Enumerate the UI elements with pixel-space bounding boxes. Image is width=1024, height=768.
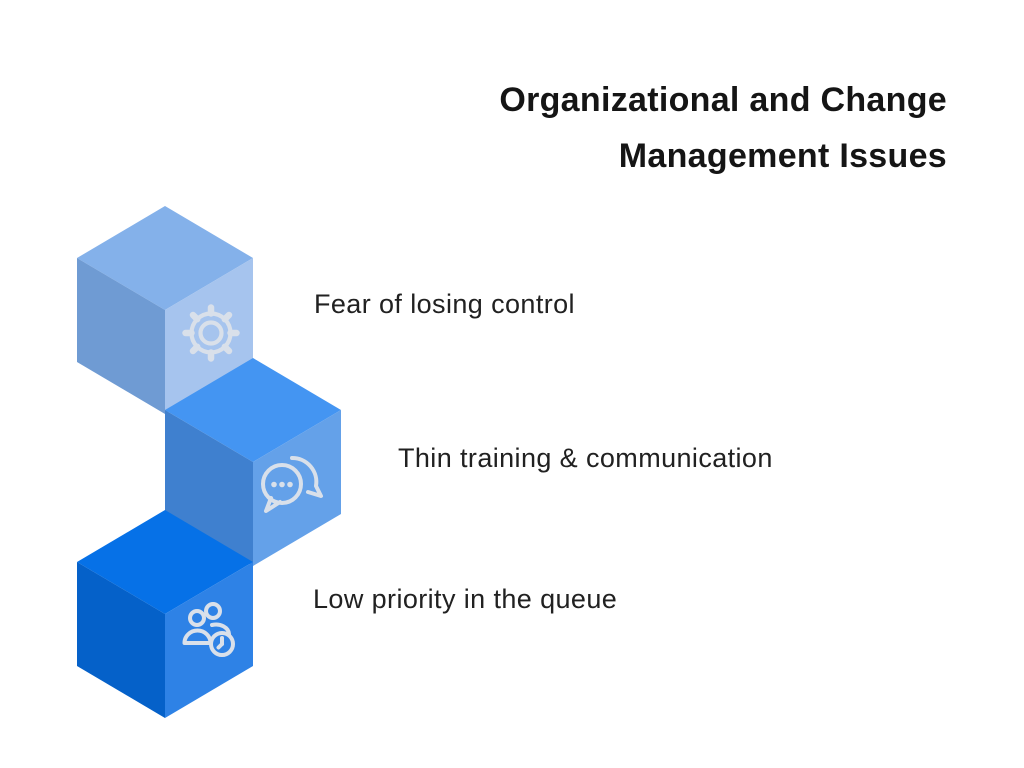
page-title-line-2: Management Issues [618, 137, 947, 175]
page-title-line-1: Organizational and Change [499, 81, 947, 119]
cube-low-priority-queue [77, 510, 253, 718]
people-clock-icon [182, 602, 235, 657]
cube-3-left-face [77, 562, 165, 718]
cube-fear-of-losing-control [77, 206, 253, 414]
item-label-fear-of-losing-control: Fear of losing control [314, 289, 575, 319]
item-label-thin-training-communication: Thin training & communication [398, 443, 773, 473]
chat-bubble-icon [261, 455, 323, 513]
page-title: Organizational and Change Management Iss… [499, 72, 947, 184]
cube-2-right-face [253, 410, 341, 566]
item-label-low-priority-queue: Low priority in the queue [313, 584, 618, 614]
cube-1-left-face [77, 258, 165, 414]
gear-icon [182, 304, 240, 362]
